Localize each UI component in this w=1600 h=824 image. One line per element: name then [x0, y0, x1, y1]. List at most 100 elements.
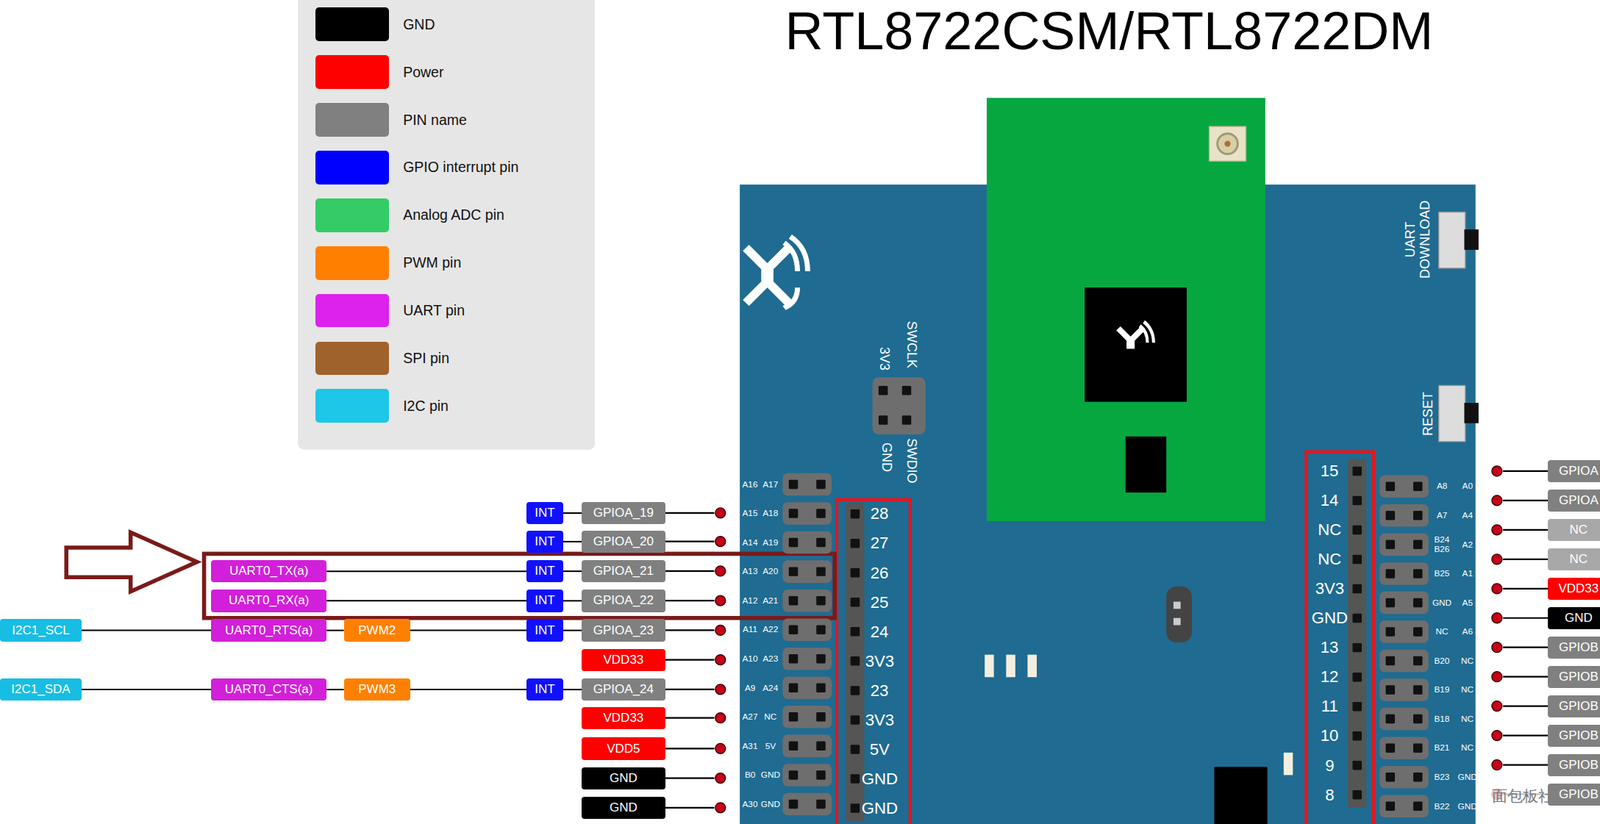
buttons: [1438, 212, 1479, 442]
silkscreen-label: B20: [1433, 656, 1450, 667]
swd-header: [872, 377, 926, 435]
header-block: [782, 618, 832, 642]
pin-wire: [665, 659, 715, 662]
header-pin: [902, 415, 912, 425]
pin-label-text: VDD33: [603, 711, 645, 726]
pin-wire: [665, 541, 715, 543]
legend-swatch: [315, 198, 389, 233]
header-pin: [1386, 714, 1395, 724]
pin-dot: [1491, 466, 1503, 477]
pin-label-chip: GPIOA_24: [581, 678, 666, 702]
header-pin: [788, 538, 798, 548]
header-pin: [1413, 540, 1423, 550]
silkscreen-label: NC: [1461, 656, 1474, 667]
header-pin: [816, 770, 825, 780]
silkscreen-label: B25: [1433, 569, 1450, 579]
legend-swatch: [315, 294, 389, 328]
pin-label-text: I2C1_SCL: [11, 623, 70, 639]
legend-text: Power: [402, 64, 444, 81]
pin-label-text: GPIOA: [1558, 493, 1599, 509]
pin-wire: [1502, 705, 1548, 708]
pin-label-chip: UART0_CTS(a): [211, 678, 327, 702]
header-pin: [788, 480, 798, 489]
silkscreen-label: A15: [742, 508, 759, 519]
silkscreen-label: GND: [1432, 598, 1452, 609]
highlight-frame: [1305, 452, 1374, 824]
pin-label-text: INT: [534, 682, 555, 698]
pin-label-chip: UART0_RX(a): [211, 589, 327, 613]
pin-wire: [1502, 617, 1548, 620]
board-logo: [742, 234, 811, 311]
pin-dot: [1491, 760, 1503, 771]
header-pin: [788, 654, 798, 664]
silkscreen-label: A0: [1462, 481, 1473, 492]
pin-dot: [715, 625, 726, 636]
silkscreen-label: B0: [744, 770, 756, 781]
header-pin: [1352, 613, 1362, 623]
pin-label-chip: GND: [1547, 607, 1600, 631]
header-block: [782, 473, 832, 497]
silkscreen-label: NC: [1461, 685, 1474, 695]
pin-dot: [1491, 701, 1503, 712]
pin-wire: [563, 688, 582, 691]
header-pin: [816, 741, 825, 751]
header-pin: [1352, 731, 1362, 741]
silkscreen-label: 3V3: [876, 347, 892, 371]
header-pin: [850, 715, 860, 725]
pin-label-chip: PWM3: [344, 678, 411, 702]
pin-label-text: GND: [609, 771, 638, 787]
pin-label-text: VDD33: [603, 652, 645, 668]
header-pin: [816, 596, 825, 606]
pin-label-chip: GPIOA: [1547, 460, 1600, 484]
silkscreen-label: 11: [1321, 697, 1339, 716]
header-pin: [1413, 656, 1423, 666]
silkscreen-label: 3V3: [865, 652, 895, 671]
pin-dot: [1491, 730, 1503, 742]
pin-wires: [665, 466, 1548, 814]
pin-label-text: GPIOB: [1558, 640, 1599, 656]
pin-label-chip: GPIOA_19: [581, 502, 666, 525]
pin-label-text: UART0_CTS(a): [225, 682, 314, 698]
silkscreen-label: A11: [742, 625, 758, 635]
pin-wire: [665, 629, 715, 631]
pin-dot: [715, 508, 726, 519]
header-pin: [816, 625, 825, 634]
header-pin: [788, 800, 798, 809]
header-pin: [850, 656, 860, 666]
header-pin: [850, 568, 860, 578]
silkscreen-label: RESET: [1421, 391, 1437, 437]
silkscreen-label: 23: [870, 682, 889, 700]
header-block: [782, 531, 832, 555]
silkscreen-label: 13: [1320, 638, 1339, 657]
pin-label-chip: INT: [526, 502, 564, 525]
pin-dot: [1491, 672, 1503, 683]
header-pin: [878, 415, 888, 425]
pin-label-text: GPIOA_20: [593, 534, 654, 550]
small-parts: [984, 586, 1293, 824]
header-block: [782, 793, 832, 817]
silkscreen-label: A21: [762, 596, 778, 606]
header-pin: [1386, 511, 1395, 520]
header-pin: [788, 712, 798, 722]
silkscreen-label: 12: [1320, 668, 1339, 687]
silkscreen-label: A14: [742, 538, 759, 548]
pin-wire: [81, 630, 212, 632]
silkscreen-label: 10: [1320, 727, 1339, 745]
silkscreen-label: A20: [762, 566, 778, 577]
header-block: [782, 735, 832, 759]
pin-label-text: GPIOA_21: [593, 563, 654, 579]
pin-wire: [410, 630, 527, 632]
header-pin: [1352, 496, 1362, 506]
pin-label-chip: VDD5: [581, 737, 666, 761]
pin-wire: [1502, 734, 1548, 737]
pin-label-chip: GPIOA_23: [581, 619, 666, 642]
header-block: [1379, 475, 1429, 499]
header-pin: [850, 803, 860, 813]
header-pin: [1386, 801, 1395, 811]
legend-swatch: [315, 388, 389, 423]
legend-swatch: [315, 246, 389, 281]
pin-wire: [326, 630, 345, 632]
pin-label-chip: GPIOB: [1547, 725, 1600, 748]
silkscreen-label: 5V: [869, 741, 890, 759]
header-block: [1379, 504, 1429, 528]
